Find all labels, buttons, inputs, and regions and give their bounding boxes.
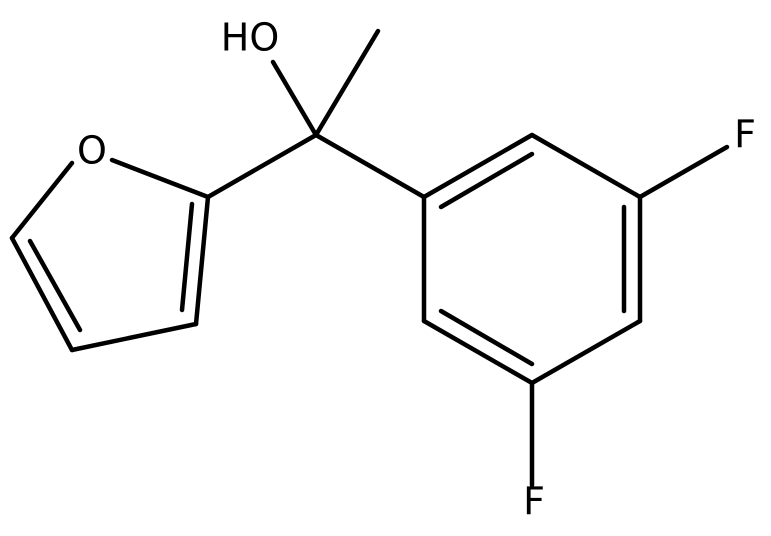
bond-c-furan	[205, 132, 319, 200]
bond-c-methyl	[313, 28, 381, 138]
bond-furan-c4-c3	[69, 321, 199, 353]
bond-ring-1-2	[421, 132, 535, 200]
bond-furan-c5-c4	[9, 235, 75, 353]
fluorine-top-label: F	[734, 113, 756, 157]
bond-furan-c2-o	[109, 157, 211, 200]
bond-c-oh	[270, 59, 319, 138]
bond-ring-2-3	[529, 132, 643, 200]
bond-furan-c3-c2	[193, 194, 211, 327]
hydroxyl-label: HO	[221, 16, 279, 60]
bond-ring-5-6	[421, 318, 535, 386]
bond-furan-o-c5	[9, 160, 75, 241]
fluorine-bottom-label: F	[523, 480, 545, 524]
bond-ring-5-6-double	[438, 308, 535, 367]
bond-furan-c3-c2-double	[179, 201, 195, 313]
bond-ring-4-5	[529, 318, 643, 386]
bond-c-phenyl	[313, 132, 427, 200]
bond-c-f-top	[637, 144, 730, 200]
furan-oxygen-label: O	[77, 129, 107, 173]
bond-furan-c5-c4-double	[27, 238, 83, 333]
bond-ring-1-2-double	[438, 151, 535, 210]
